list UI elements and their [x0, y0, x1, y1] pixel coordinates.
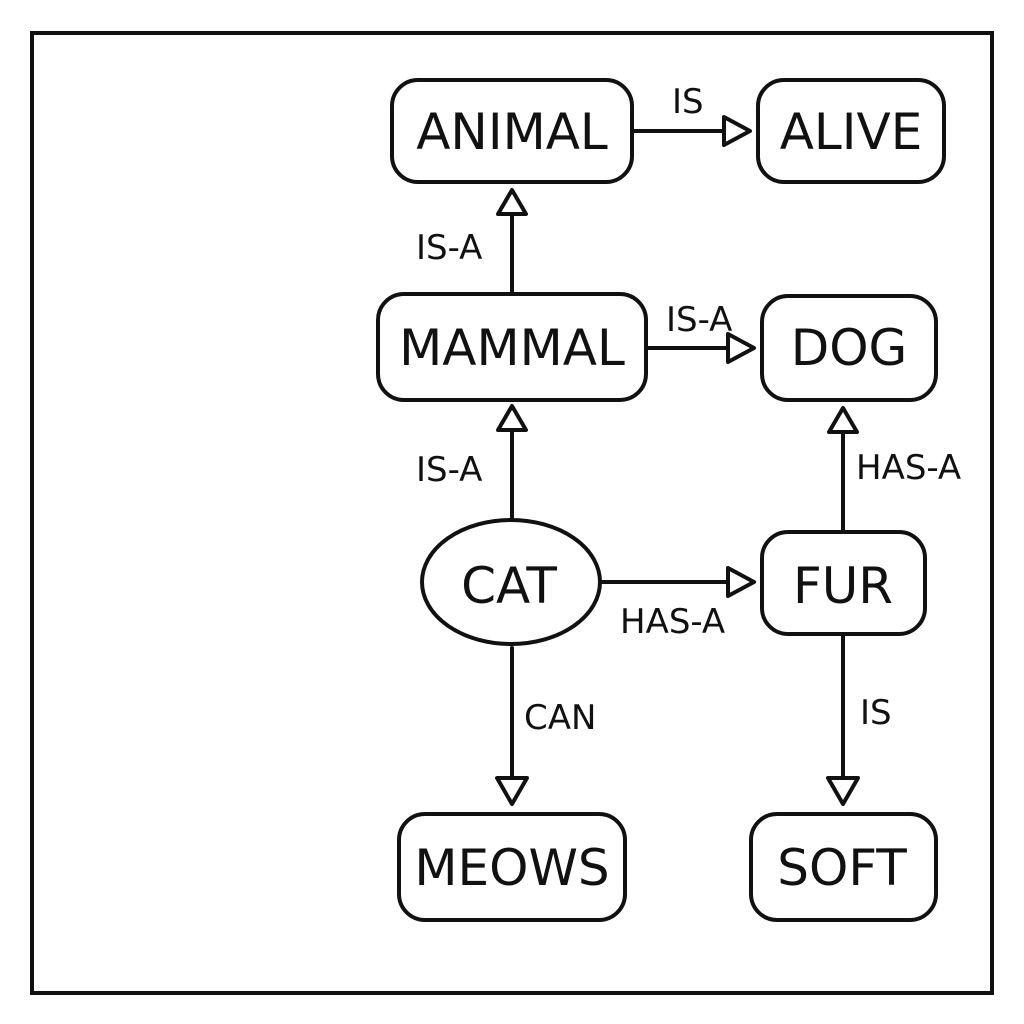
node-meows: MEOWS — [397, 812, 627, 922]
node-fur: FUR — [760, 530, 927, 636]
edge-label-fur-dog: HAS-A — [856, 448, 961, 488]
edge-label-fur-soft: IS — [860, 693, 892, 733]
node-fur-label: FUR — [793, 557, 893, 615]
edge-label-cat-mammal: IS-A — [416, 450, 482, 490]
edge-cat-meows — [495, 646, 529, 806]
node-alive: ALIVE — [756, 78, 946, 184]
node-mammal-label: MAMMAL — [399, 319, 625, 377]
edge-cat-fur — [598, 566, 756, 598]
edge-fur-soft — [826, 633, 860, 806]
node-animal: ANIMAL — [390, 78, 634, 184]
edge-label-mammal-animal: IS-A — [416, 228, 482, 268]
edge-cat-mammal — [496, 404, 528, 522]
node-alive-label: ALIVE — [780, 103, 923, 161]
edge-label-animal-alive: IS — [672, 82, 704, 122]
edge-animal-alive — [630, 115, 752, 147]
node-dog-label: DOG — [791, 319, 908, 377]
edge-mammal-animal — [496, 188, 528, 296]
node-cat: CAT — [420, 518, 602, 646]
node-cat-label: CAT — [461, 557, 557, 615]
node-animal-label: ANIMAL — [416, 103, 608, 161]
edge-label-cat-fur: HAS-A — [620, 602, 725, 642]
diagram-frame — [30, 31, 994, 995]
node-soft-label: SOFT — [777, 839, 907, 897]
node-meows-label: MEOWS — [414, 839, 609, 897]
edge-fur-dog — [827, 406, 859, 534]
edge-label-mammal-dog: IS-A — [666, 300, 732, 340]
node-mammal: MAMMAL — [376, 292, 648, 402]
node-soft: SOFT — [749, 812, 938, 922]
node-dog: DOG — [760, 294, 938, 402]
edge-label-cat-meows: CAN — [524, 698, 596, 738]
edge-mammal-dog — [645, 332, 756, 364]
